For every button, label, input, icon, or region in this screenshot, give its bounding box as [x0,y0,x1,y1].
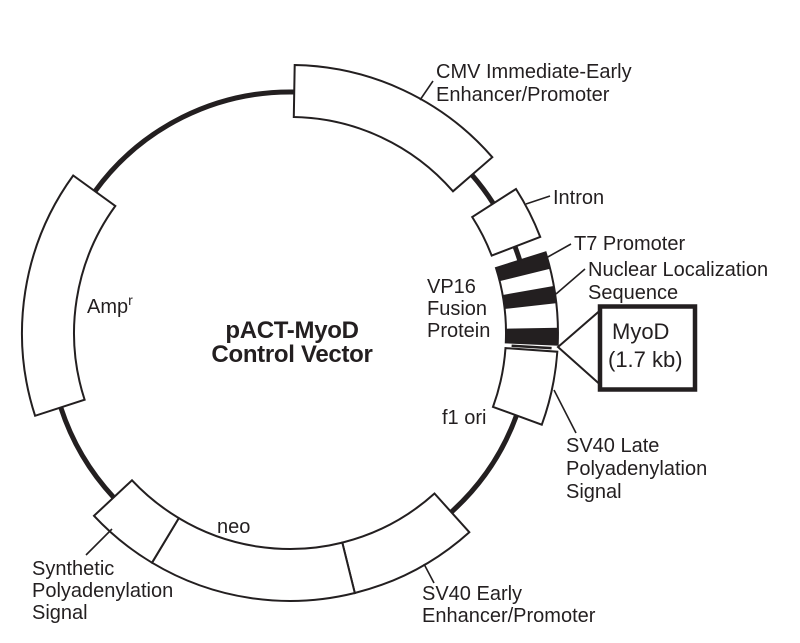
f1-ori-segment [491,347,559,426]
amp-label-base: Amp [87,296,128,318]
amp-label-superscript: r [128,292,133,308]
neo-label: neo [217,516,250,538]
sv40-early-label-line1: SV40 Early [422,583,522,605]
synthetic-polya-label-line1: Synthetic [32,558,114,580]
sv40-late-label-line2: Polyadenylation [566,458,707,480]
myod-callout-box [597,304,698,392]
intron-label: Intron [553,187,604,209]
myod-label-line2: (1.7 kb) [608,347,683,372]
vp16-label-line1: VP16 [427,276,476,298]
synthetic-polya-label-line2: Polyadenylation [32,580,173,602]
sv40-early-label-line2: Enhancer/Promoter [422,605,596,627]
cmv-label-line1: CMV Immediate-Early [436,61,632,83]
backbone-arc-synpolya-to-amp [58,406,116,500]
backbone-arc-f1ori-region [449,414,519,514]
cmv-enhancer-promoter-segment [292,63,494,193]
synthetic-polya-label-line3: Signal [32,602,88,624]
sv40-late-label-line3: Signal [566,481,622,503]
vp16-label-line2: Fusion [427,298,487,320]
myod-insert-band [505,327,559,346]
synthetic-polya-segment [92,478,181,565]
nls-label-line2: Sequence [588,282,678,304]
nls-label-line1: Nuclear Localization [588,259,768,281]
myod-label-line1: MyoD [612,319,669,344]
backbone-arc-amp-to-cmv [92,89,295,193]
backbone-arc-cmv-to-intron [470,173,496,205]
nuclear-localization-sequence-band [502,285,557,310]
f1-ori-label: f1 ori [442,407,486,429]
sv40-early-enhancer-promoter-segment [341,492,471,595]
intron-segment [470,187,542,257]
plasmid-title-line1: pACT-MyoD [225,317,358,344]
cmv-label-line2: Enhancer/Promoter [436,84,610,106]
sv40-early-leader-line [423,563,435,584]
nls-leader-line [555,268,586,295]
neo-segment [150,516,357,602]
sv40-late-leader-line [553,389,577,434]
amp-resistance-segment [21,174,117,418]
intron-leader-line [525,195,551,205]
sv40-late-label-line1: SV40 Late [566,435,659,457]
synthetic-polya-leader-line [85,528,113,556]
myod-callout-wedge [556,308,601,387]
t7-leader-line [545,243,572,259]
t7-promoter-label: T7 Promoter [574,233,685,255]
myod-insertion-site-tick [511,344,552,350]
cmv-leader-line [419,80,434,101]
plasmid-title-line2: Control Vector [211,341,372,368]
vp16-label-line3: Protein [427,320,490,342]
amp-label: Ampr [87,292,133,318]
backbone-arc-intron-to-vp16 [512,245,523,262]
